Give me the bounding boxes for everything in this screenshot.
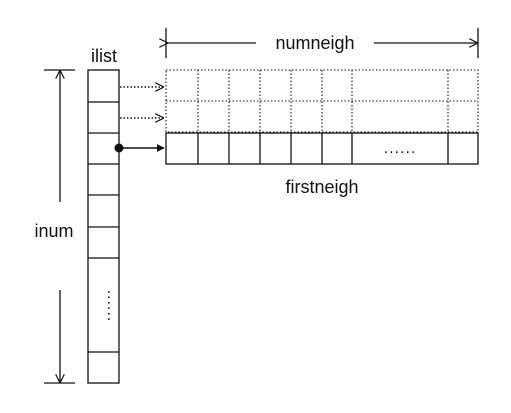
inum-label: inum (34, 221, 73, 241)
firstneigh-ellipsis: ...... (384, 140, 417, 157)
ilist-array: ...... (87, 69, 121, 384)
inum-dimension: inum (34, 69, 75, 384)
pointer-arrows (114, 87, 165, 153)
ilist-ellipsis: ...... (104, 290, 121, 323)
ilist-label: ilist (91, 46, 117, 66)
pointer-origin-dot (114, 143, 124, 153)
neighbor-rows-dotted (165, 69, 479, 133)
firstneigh-label: firstneigh (285, 177, 358, 197)
numneigh-label: numneigh (275, 33, 354, 53)
numneigh-dimension: numneigh (166, 28, 479, 58)
firstneigh-row: ...... (165, 132, 479, 165)
